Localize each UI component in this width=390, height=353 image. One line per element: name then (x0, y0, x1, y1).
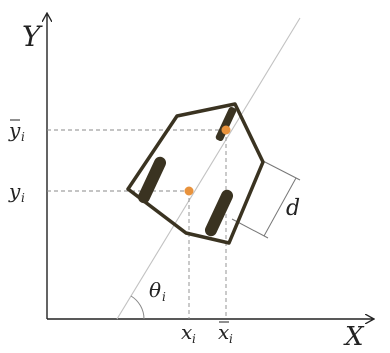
wheel-right (204, 189, 234, 237)
theta-arc (130, 295, 145, 320)
y-subscript: i (21, 191, 25, 205)
x-bar-subscript: i (229, 332, 233, 346)
d-dimension-line (263, 177, 297, 237)
x-axis-label: X (343, 322, 365, 352)
d-extension-top (262, 160, 301, 181)
x-subscript: i (192, 332, 196, 346)
y-label: y (8, 179, 21, 203)
y-bar-subscript: i (21, 130, 25, 144)
y-bar-label: y (8, 118, 21, 142)
front-point (221, 125, 231, 135)
theta-subscript: i (162, 290, 166, 304)
x-bar-label: x (218, 320, 229, 344)
robot-body (126, 102, 265, 245)
theta-label: θ (149, 278, 161, 302)
center-point (184, 186, 194, 196)
heading-guide-line (116, 17, 301, 320)
wheel-front (215, 106, 237, 142)
x-label: x (181, 320, 192, 344)
d-label: d (286, 196, 300, 221)
wheel-left (137, 156, 167, 204)
y-axis-label: Y (22, 20, 43, 53)
